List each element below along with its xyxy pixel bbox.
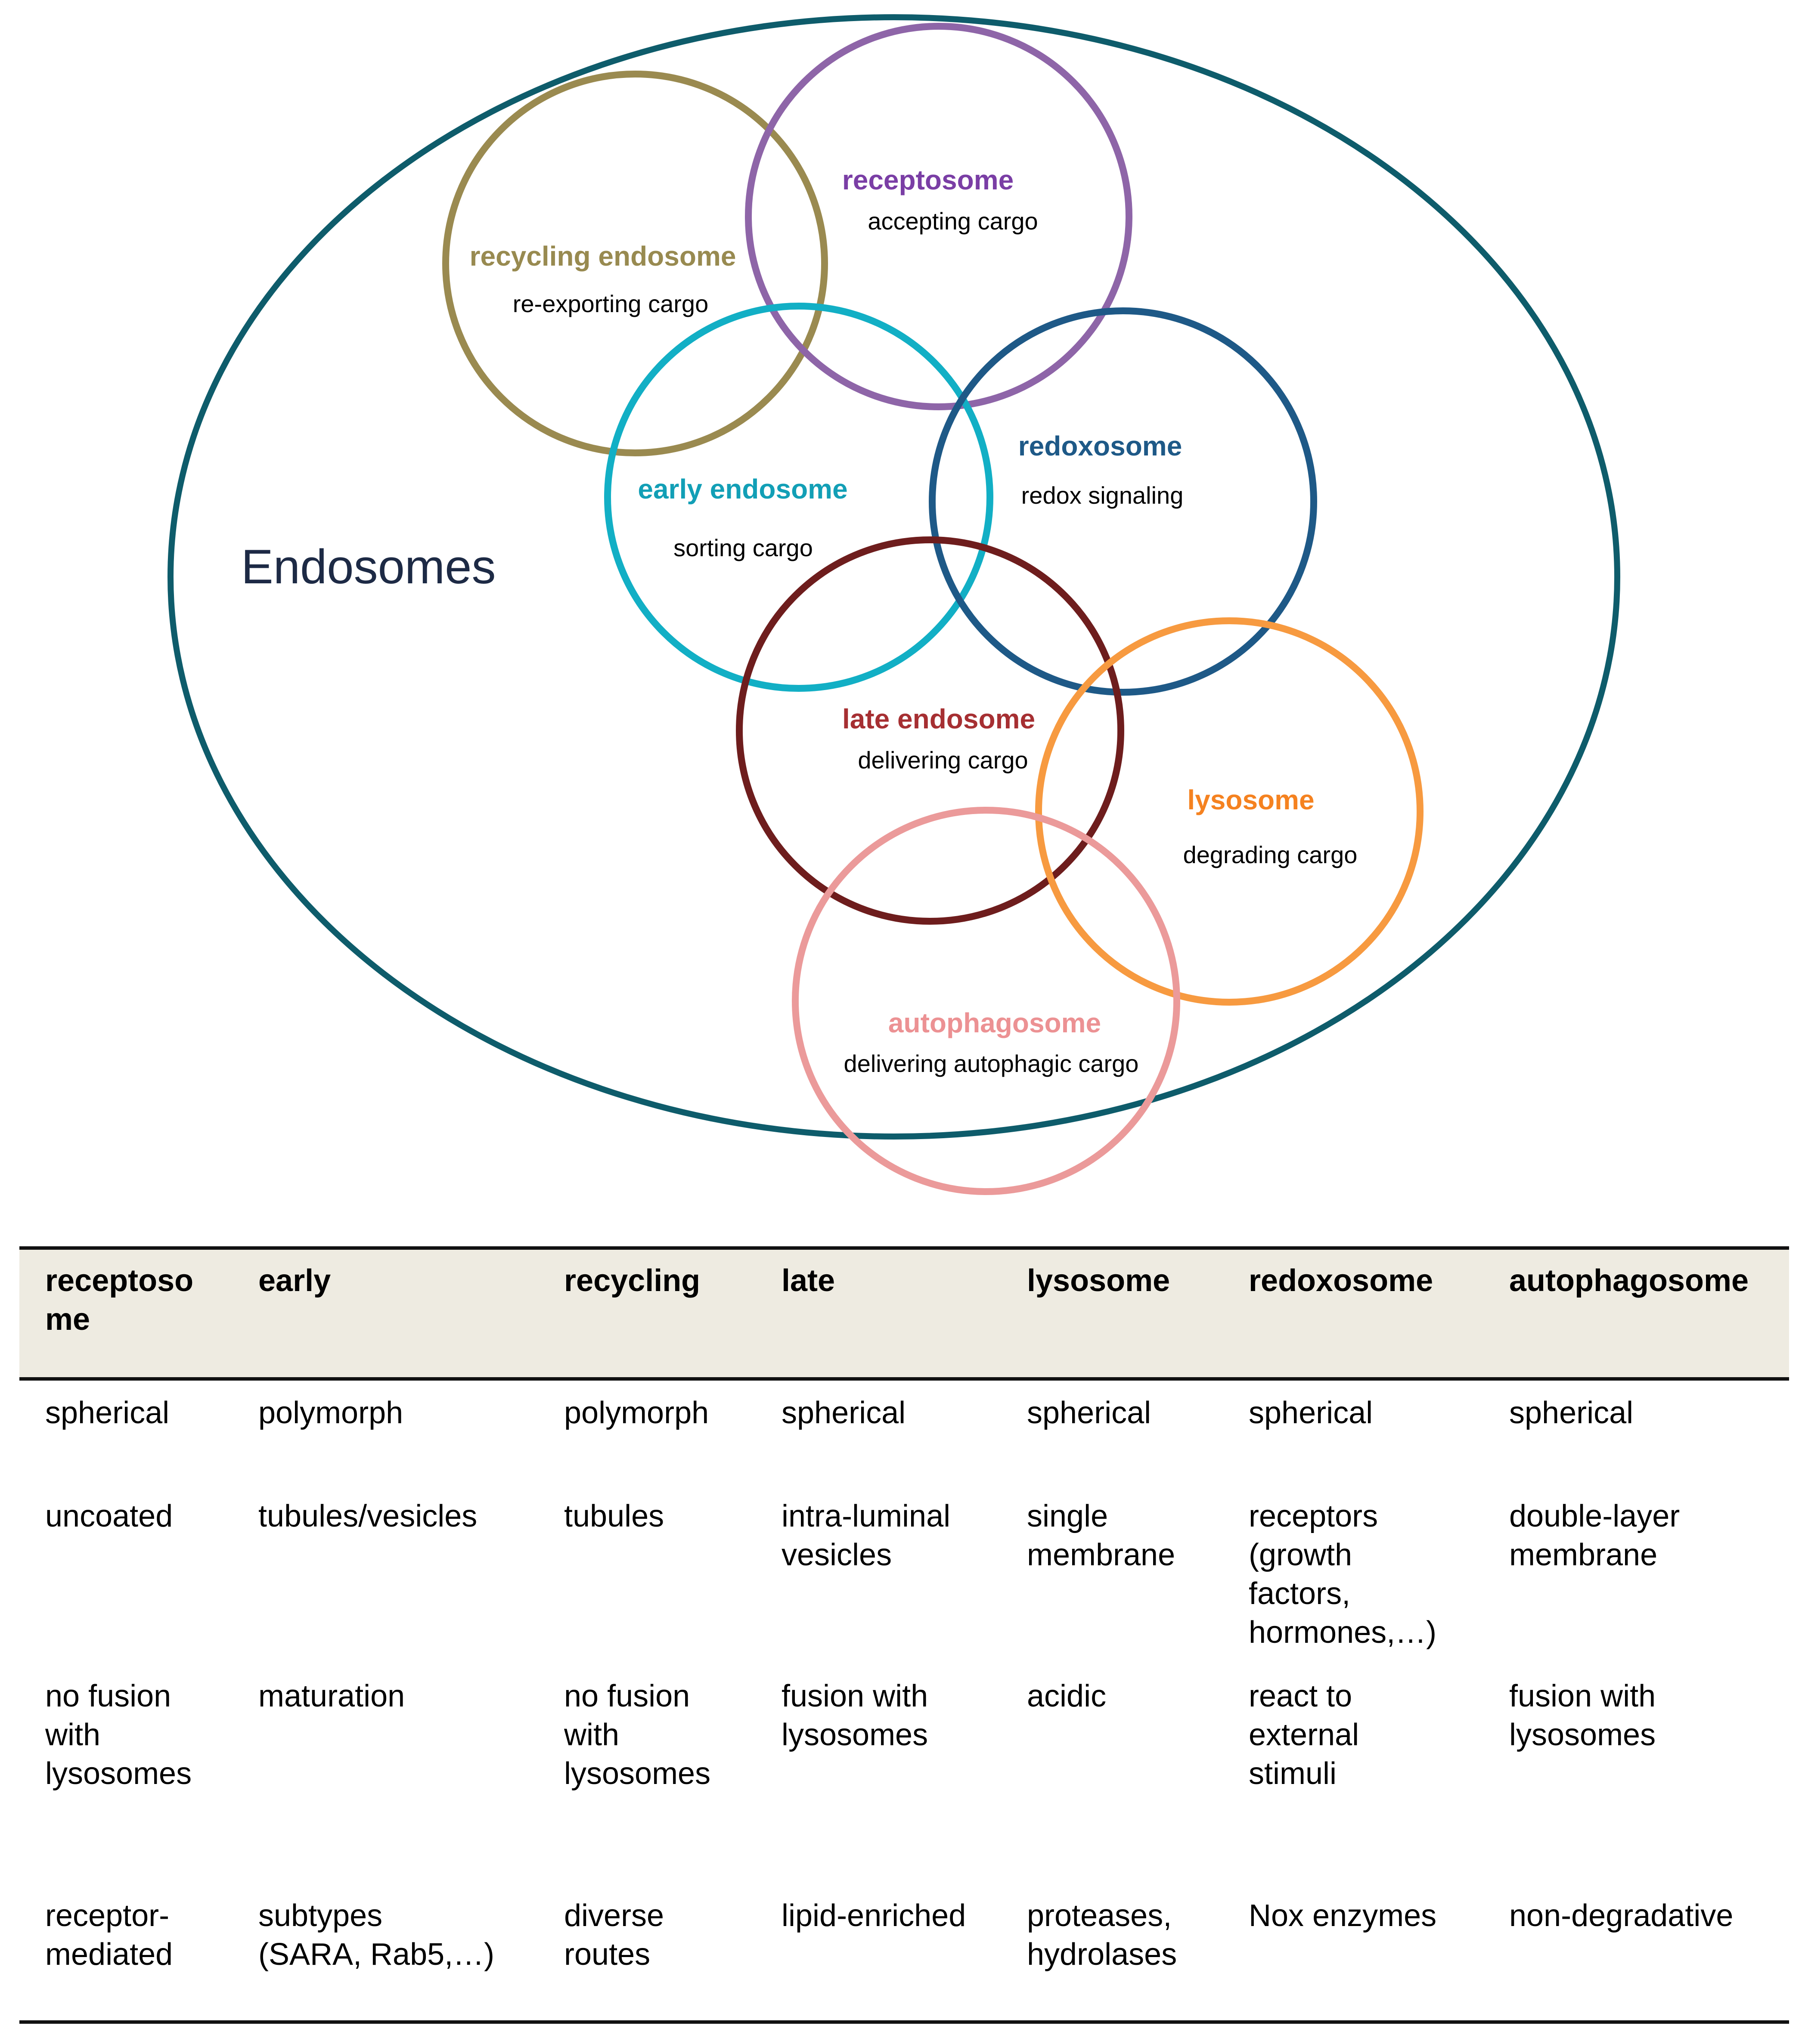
redoxosome-desc: redox signaling [1021,482,1184,509]
cell-r2-receptosome: uncoated [45,1499,173,1533]
circle-recycling-endosome [442,71,828,456]
cell-r1-early: polymorph [258,1396,403,1430]
cell-r3-redoxosome: react to external stimuli [1249,1679,1359,1791]
header-lysosome: lysosome [1027,1264,1170,1298]
autophagosome-title: autophagosome [888,1007,1101,1038]
receptosome-desc: accepting cargo [868,207,1038,235]
table-header-rule [19,1377,1789,1381]
circle-autophagosome [792,807,1180,1195]
lysosome-desc: degrading cargo [1183,841,1358,868]
cell-r3-late: fusion with lysosomes [782,1679,928,1752]
circle-late-endosome [736,536,1124,925]
header-autophagosome: autophagosome [1509,1264,1749,1298]
cell-r3-receptosome: no fusion with lysosomes [45,1679,192,1791]
cell-r1-late: spherical [782,1396,906,1430]
cell-r3-autophagosome: fusion with lysosomes [1509,1679,1656,1752]
lysosome-title: lysosome [1187,784,1314,815]
cell-r4-autophagosome: non-degradative [1509,1898,1734,1933]
cell-r4-early: subtypes (SARA, Rab5,…) [258,1898,495,1972]
late-endosome-title: late endosome [842,703,1035,734]
table-header-band [19,1250,1789,1379]
autophagosome-desc: delivering autophagic cargo [844,1050,1139,1077]
cell-r4-lysosome: proteases, hydrolases [1027,1898,1177,1972]
cell-r2-redoxosome: receptors (growth factors, hormones,…) [1249,1499,1437,1650]
early-endosome-title: early endosome [638,474,847,505]
header-recycling: recycling [564,1264,701,1298]
circle-receptosome [745,23,1132,410]
cell-r1-lysosome: spherical [1027,1396,1151,1430]
cell-r3-lysosome: acidic [1027,1679,1107,1713]
table-bottom-rule [19,2020,1789,2024]
header-redoxosome: redoxosome [1249,1264,1433,1298]
receptosome-title: receptosome [842,164,1014,195]
header-early: early [258,1264,331,1298]
cell-r1-receptosome: spherical [45,1396,170,1430]
late-endosome-desc: delivering cargo [858,746,1028,774]
cell-r1-recycling: polymorph [564,1396,709,1430]
endosomes-outer-ellipse [167,14,1620,1140]
early-endosome-desc: sorting cargo [673,534,813,561]
cell-r2-recycling: tubules [564,1499,664,1533]
cell-r1-redoxosome: spherical [1249,1396,1373,1430]
header-late: late [782,1264,835,1298]
endosome-venn-diagram: Endosomes recycling endosome re-exportin… [167,14,1620,1195]
cell-r4-recycling: diverse routes [564,1898,664,1972]
endosomes-label: Endosomes [241,540,496,594]
circle-redoxosome [929,307,1317,696]
circle-lysosome [1035,617,1424,1006]
cell-r2-autophagosome: double-layer membrane [1509,1499,1680,1572]
recycling-endosome-title: recycling endosome [470,241,736,272]
cell-r4-redoxosome: Nox enzymes [1249,1898,1437,1933]
cell-r2-late: intra-luminal vesicles [782,1499,951,1572]
cell-r2-lysosome: single membrane [1027,1499,1175,1572]
header-receptosome: receptoso me [45,1264,194,1337]
cell-r4-receptosome: receptor- mediated [45,1898,173,1972]
cell-r1-autophagosome: spherical [1509,1396,1634,1430]
cell-r4-late: lipid-enriched [782,1898,966,1933]
circle-early-endosome [604,303,993,692]
cell-r3-recycling: no fusion with lysosomes [564,1679,711,1791]
recycling-endosome-desc: re-exporting cargo [513,290,708,317]
table-top-rule [19,1246,1789,1250]
cell-r2-early: tubules/vesicles [258,1499,478,1533]
redoxosome-title: redoxosome [1018,430,1182,461]
cell-r3-early: maturation [258,1679,405,1713]
